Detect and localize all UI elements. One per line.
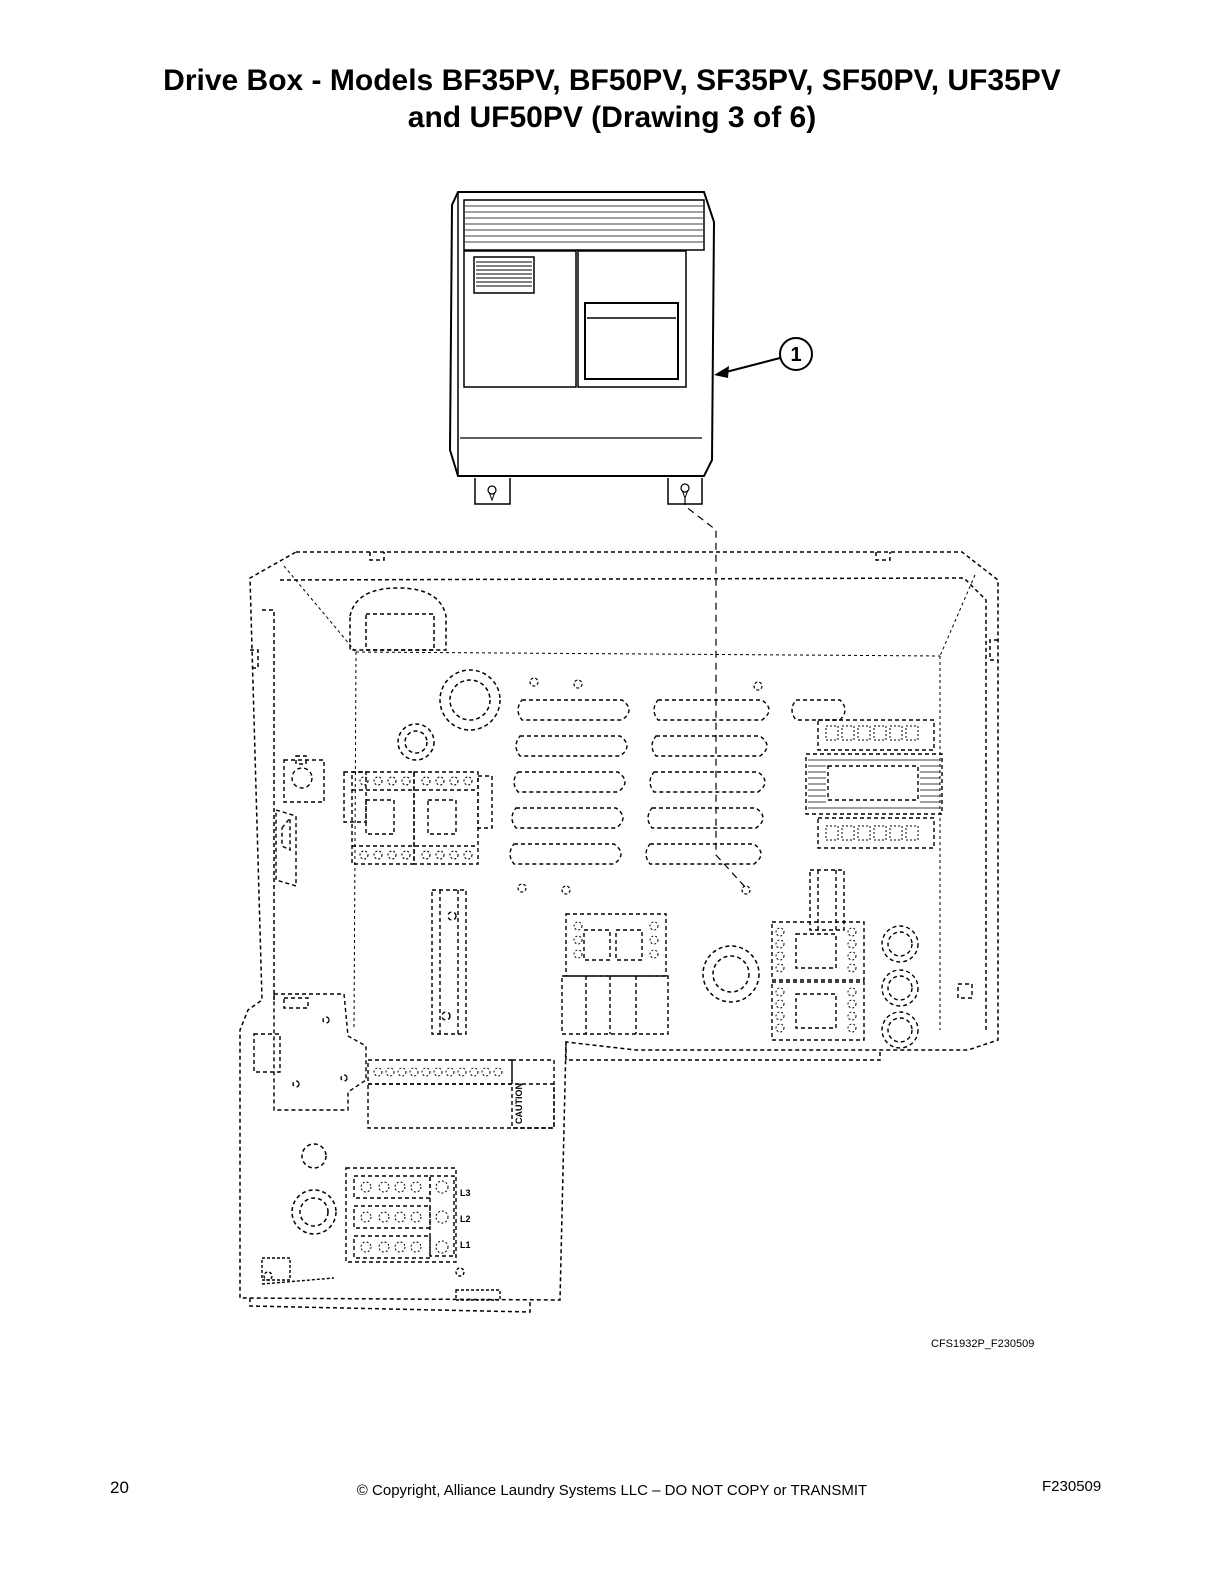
figure-id: CFS1932P_F230509 xyxy=(931,1338,1035,1350)
power-terminal-block xyxy=(345,1167,457,1263)
copyright-notice: © Copyright, Alliance Laundry Systems LL… xyxy=(356,1482,868,1499)
contactor-blocks-right xyxy=(771,921,865,1041)
conduit-fittings xyxy=(291,669,760,1235)
knockouts-right xyxy=(881,925,973,1049)
alignment-line xyxy=(684,498,747,889)
transformer-assembly xyxy=(805,719,943,849)
page-number: 20 xyxy=(110,1478,129,1497)
terminal-strip-screws xyxy=(373,1067,503,1077)
ground-lug xyxy=(261,1257,501,1301)
din-rail-right xyxy=(809,869,845,931)
contactor-terminals-right xyxy=(573,921,857,1033)
din-rail xyxy=(431,889,467,1035)
drive-box-backplate xyxy=(239,551,999,1313)
contactor-blocks-center xyxy=(561,913,669,1035)
disconnect-switch xyxy=(253,993,367,1111)
drive-box-cover xyxy=(448,191,716,505)
contactor-terminals-left xyxy=(359,776,473,860)
terminal-label-l2: L2 xyxy=(460,1214,471,1224)
terminal-label-l1: L1 xyxy=(460,1240,471,1250)
page-title: Drive Box - Models BF35PV, BF50PV, SF35P… xyxy=(0,62,1224,136)
document-code: F230509 xyxy=(1042,1478,1102,1495)
terminal-label-l3: L3 xyxy=(460,1188,471,1198)
mounting-holes xyxy=(517,677,763,895)
transformer-windings xyxy=(808,759,940,809)
page-title-line-2: and UF50PV (Drawing 3 of 6) xyxy=(407,101,817,134)
contactor-blocks-left xyxy=(343,771,493,865)
power-terminal-screws xyxy=(360,1180,449,1254)
callout-1: 1 xyxy=(714,337,813,378)
page-title-line-1: Drive Box - Models BF35PV, BF50PV, SF35P… xyxy=(163,64,1061,97)
caution-label: CAUTION xyxy=(514,1083,524,1124)
vent-louvers xyxy=(509,699,846,865)
side-switch-bracket xyxy=(275,755,325,887)
callout-number: 1 xyxy=(790,344,801,366)
transformer-terminals xyxy=(825,725,919,841)
cable-entry-hub xyxy=(349,587,447,651)
terminal-strip xyxy=(367,1059,555,1129)
